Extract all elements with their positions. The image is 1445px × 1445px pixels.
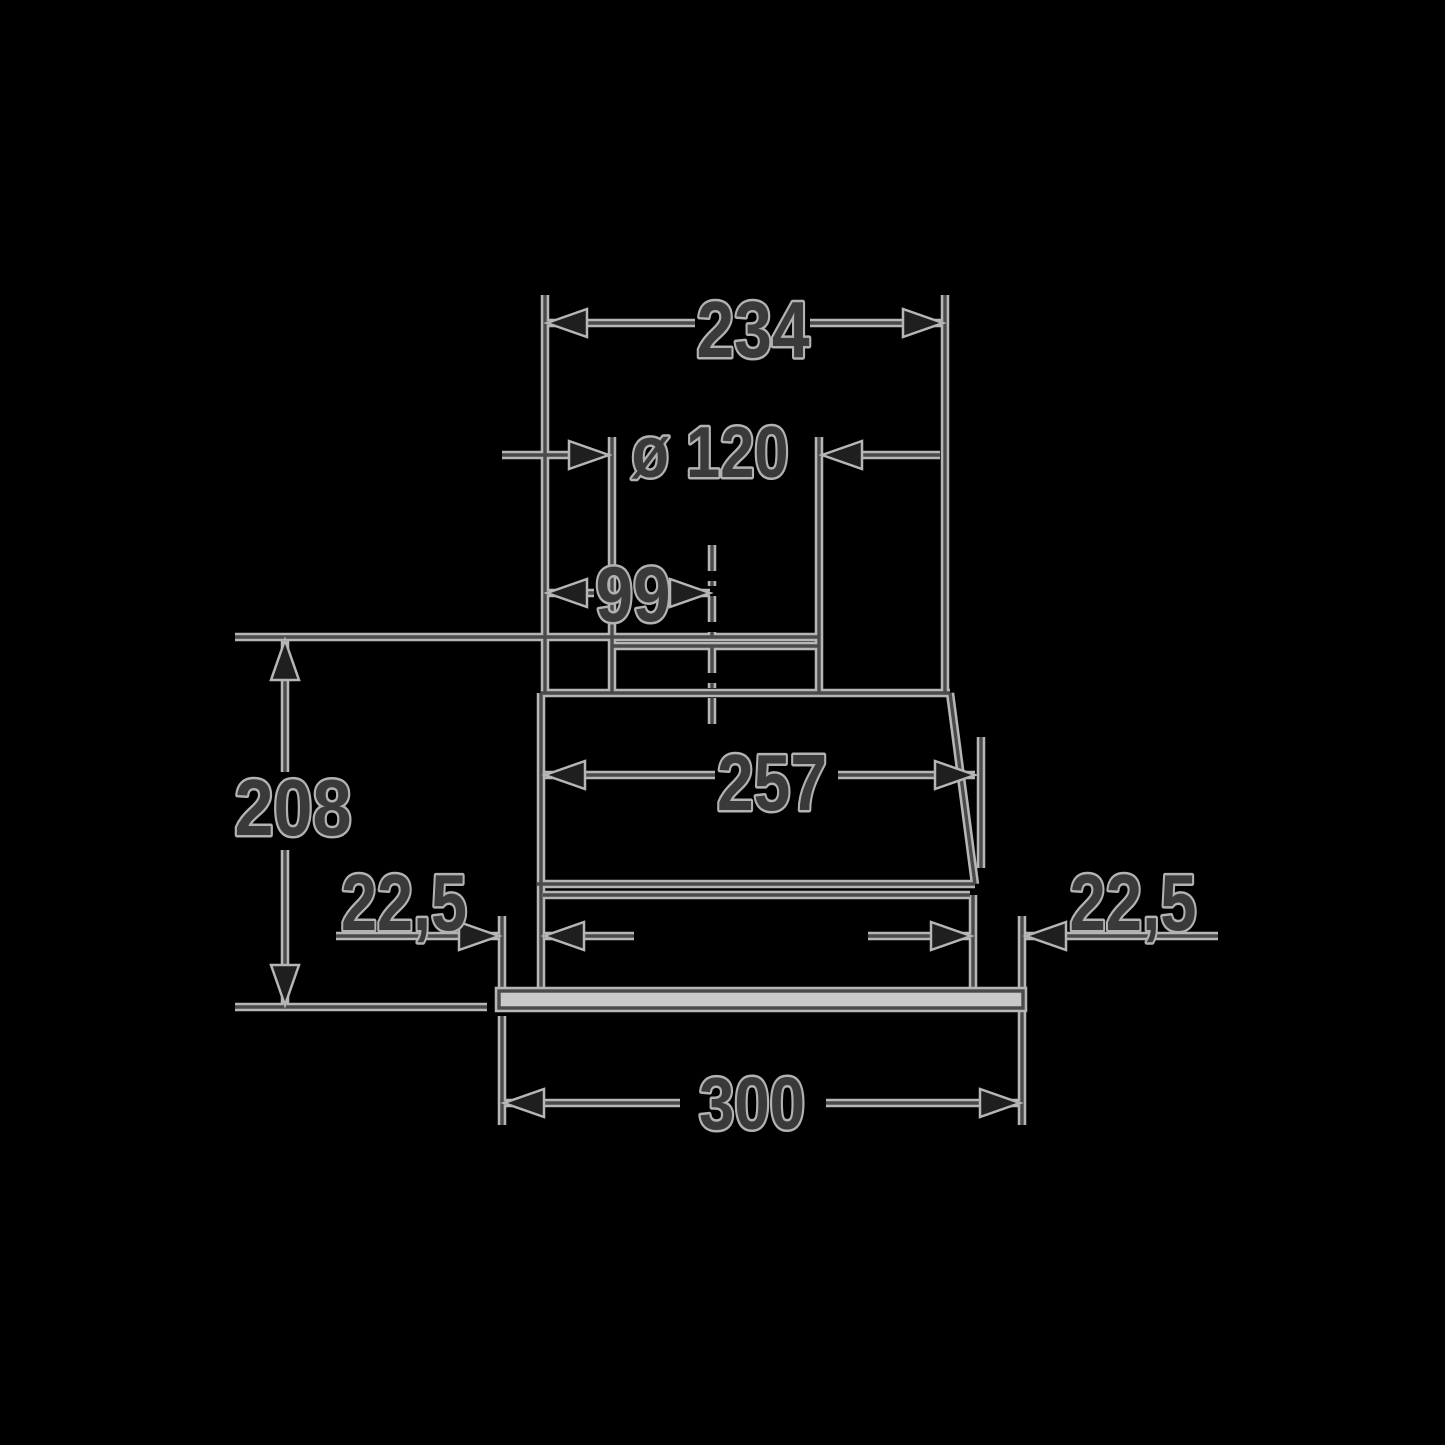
dimension-arrowhead xyxy=(541,759,587,791)
dim-duct-offset-label: 99 xyxy=(596,550,671,638)
dimension-arrowhead xyxy=(1022,920,1068,952)
dim-base-width-label: 300 xyxy=(699,1062,805,1145)
dim-overall-height-label: 208 xyxy=(235,763,352,852)
dimension-arrowhead xyxy=(543,577,589,609)
dimension-arrowhead xyxy=(457,920,503,952)
dim-duct-diameter-label: ø 120 xyxy=(632,413,789,493)
dimension-arrowhead xyxy=(668,577,714,609)
dimension-arrowhead xyxy=(540,920,586,952)
dimension-arrowhead xyxy=(901,307,947,339)
dim-body-width-label: 257 xyxy=(717,738,827,827)
dimension-arrowhead xyxy=(269,636,301,682)
labels-layer: 234 ø 120 99 208 257 22,5 22,5 300 xyxy=(232,283,1199,1148)
dim-top-width-label: 234 xyxy=(697,285,810,374)
dimension-arrowhead xyxy=(567,439,613,471)
dim-left-inset-label: 22,5 xyxy=(341,858,467,947)
dimension-arrowhead xyxy=(933,759,979,791)
dim-right-inset-label: 22,5 xyxy=(1070,858,1197,947)
dimension-arrowhead xyxy=(978,1087,1024,1119)
dimension-arrowhead xyxy=(818,439,864,471)
base-plate xyxy=(494,986,1028,1013)
arrowheads-layer xyxy=(269,307,1068,1119)
dimension-arrowhead xyxy=(500,1087,546,1119)
dimension-arrowhead xyxy=(269,963,301,1009)
dimension-arrowhead xyxy=(929,920,975,952)
dimension-arrowhead xyxy=(543,307,589,339)
